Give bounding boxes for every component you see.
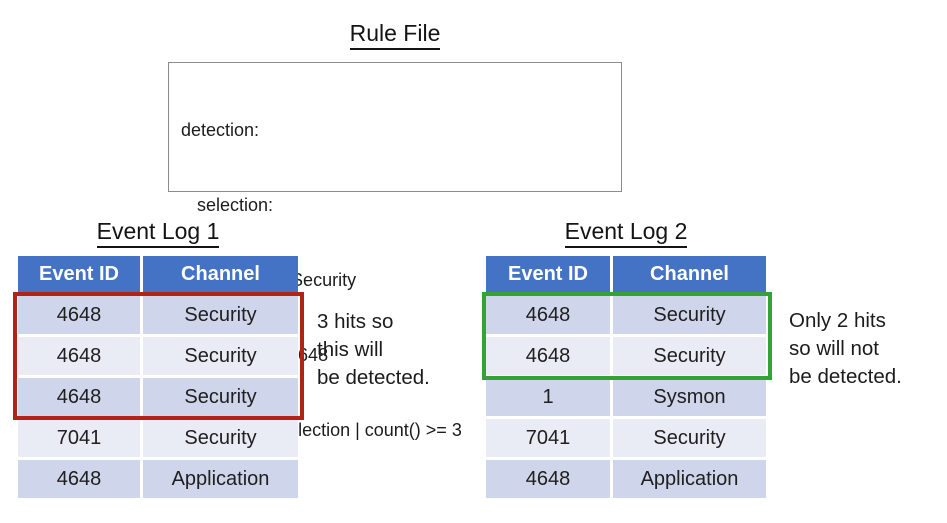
note-line: so will not [789,337,880,360]
note-line: be detected. [789,365,902,388]
table-cell: 4648 [486,460,610,498]
table-cell: Application [143,460,298,498]
event-log-1-title: Event Log 1 [18,218,298,249]
table-cell: 1 [486,378,610,416]
table-cell: Security [613,337,766,375]
column-header-channel: Channel [143,256,298,293]
event-log-1-table: Event ID Channel 4648 Security 4648 Secu… [18,256,298,498]
column-header-channel: Channel [613,256,766,293]
table-cell: 4648 [18,337,140,375]
detected-rows-highlight-box [13,292,304,420]
table-cell: Security [143,378,298,416]
column-header-event-id: Event ID [486,256,610,293]
note-line: this will [317,338,384,361]
table-cell: Security [143,419,298,457]
table-cell: 4648 [486,296,610,334]
table-cell: 4648 [18,460,140,498]
table-cell: Security [143,337,298,375]
rule-line: selection: [197,195,274,215]
table-cell: Application [613,460,766,498]
table-cell: Security [143,296,298,334]
event-log-2-title-text: Event Log 2 [564,218,688,249]
table-cell: 4648 [18,378,140,416]
table-cell: 4648 [486,337,610,375]
event-log-1-title-text: Event Log 1 [96,218,220,249]
table-cell: Sysmon [613,378,766,416]
note-line: be detected. [317,366,430,389]
rule-line: detection: [181,120,260,140]
note-line: 3 hits so [317,310,394,333]
table-cell: 4648 [18,296,140,334]
log2-note: Only 2 hits so will not be detected. [789,307,902,391]
note-line: Only 2 hits [789,309,886,332]
event-log-2-title: Event Log 2 [486,218,766,249]
rule-file-title-text: Rule File [349,20,441,51]
table-cell: 7041 [486,419,610,457]
table-cell: 7041 [18,419,140,457]
table-cell: Security [613,296,766,334]
rule-file-title: Rule File [168,20,622,51]
rule-file-box: detection: selection: Channel: Security … [168,62,622,440]
column-header-event-id: Event ID [18,256,140,293]
not-detected-rows-highlight-box [482,292,772,380]
log1-note: 3 hits so this will be detected. [317,308,430,392]
table-cell: Security [613,419,766,457]
